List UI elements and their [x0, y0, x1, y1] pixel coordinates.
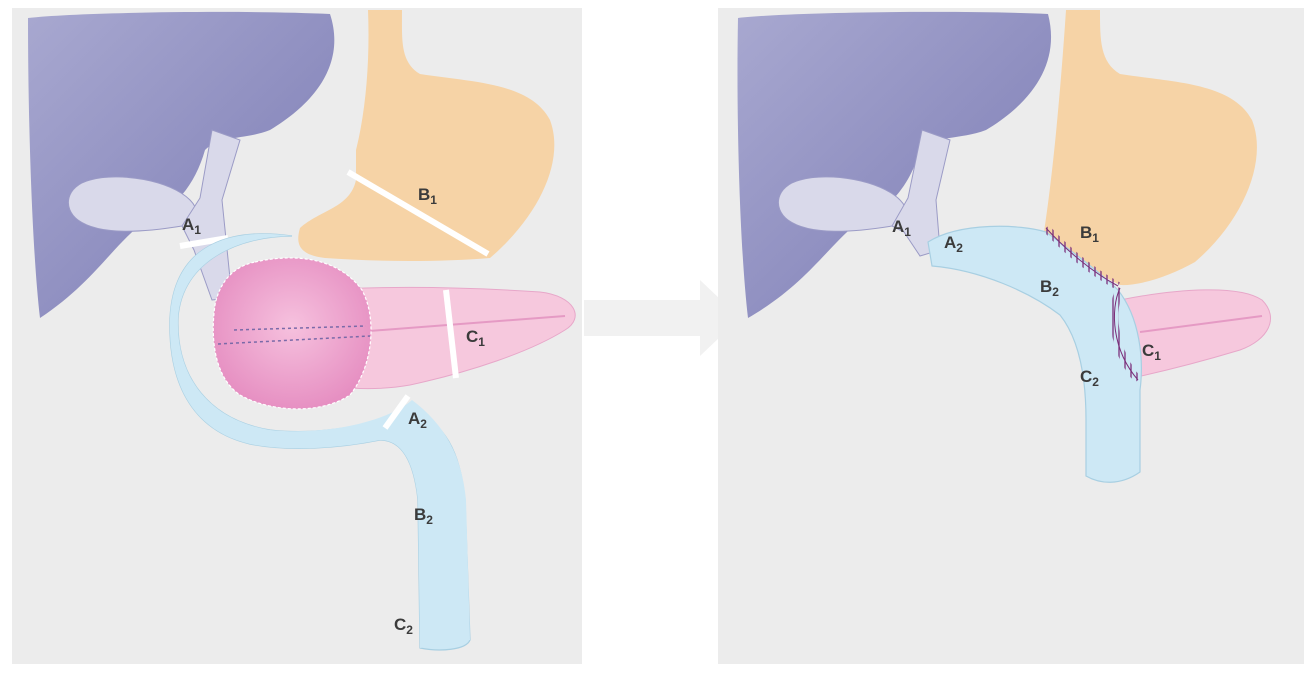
right-arrow-icon: [584, 280, 740, 356]
panel-before: A1 B1 C1 A2 B2 C2: [12, 8, 582, 664]
panel-after: A1 A2 B1 B2 C1 C2: [718, 8, 1304, 664]
pancreatic-head-tumor: [213, 258, 371, 409]
